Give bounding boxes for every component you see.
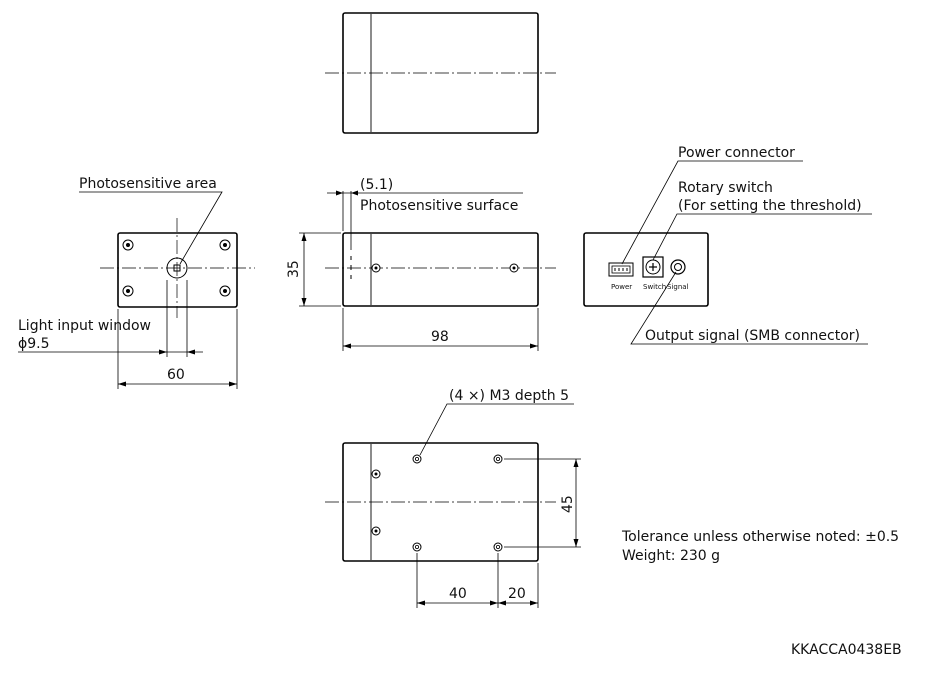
photosensitive-surface-label: Photosensitive surface (360, 198, 518, 214)
window-diameter-label: ϕ9.5 (18, 336, 50, 352)
top-view (325, 12, 556, 134)
power-connector-label: Power connector (678, 145, 795, 161)
surface-offset-dimension: (5.1) (360, 177, 393, 193)
hole-pitch-x-dimension: 40 (449, 586, 467, 602)
height-dimension: 35 (286, 260, 302, 278)
photosensitive-area-label: Photosensitive area (79, 176, 217, 192)
power-port-label: Power (611, 283, 632, 291)
switch-port-label: Switch (643, 283, 666, 291)
mount-holes-label: (4 ×) M3 depth 5 (449, 388, 569, 404)
bottom-view: (4 ×) M3 depth 5 45 40 20 (325, 388, 581, 608)
rotary-switch-note: (For setting the threshold) (678, 198, 862, 214)
hole-offset-dimension: 20 (508, 586, 526, 602)
output-signal-label: Output signal (SMB connector) (645, 328, 860, 344)
corner-screw-icon (122, 239, 231, 297)
rotary-switch-label: Rotary switch (678, 180, 773, 196)
front-width-dimension: 60 (167, 367, 185, 383)
light-input-window-label: Light input window (18, 318, 151, 334)
tolerance-note: Tolerance unless otherwise noted: ±0.5 (621, 529, 899, 545)
side-view: (5.1) Photosensitive surface 35 98 (286, 177, 556, 351)
side-screw-icon (371, 263, 519, 273)
signal-connector-icon (670, 259, 686, 275)
bottom-side-screw-icon (371, 469, 381, 536)
front-view: Photosensitive area Light input window ϕ… (18, 176, 255, 389)
rear-view: Power Switch Signal Power connector Rota… (583, 145, 872, 345)
hole-pitch-y-dimension: 45 (560, 495, 576, 513)
drawing-code: KKACCA0438EB (791, 642, 902, 658)
power-connector-icon (608, 262, 634, 277)
m3-hole-icon (412, 454, 503, 552)
signal-port-label: Signal (667, 283, 689, 291)
length-dimension: 98 (431, 329, 449, 345)
rotary-switch-icon (642, 256, 664, 278)
weight-note: Weight: 230 g (622, 548, 720, 564)
